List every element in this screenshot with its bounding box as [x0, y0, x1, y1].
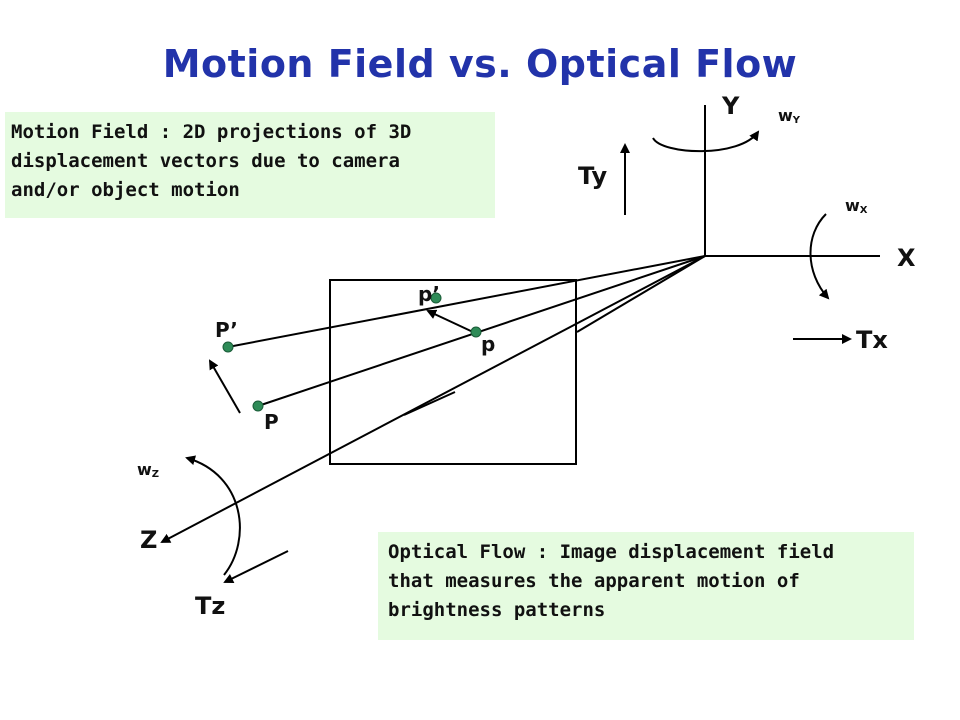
motion-field-line-1: Motion Field : 2D projections of 3D	[11, 121, 412, 143]
point-P-prime-world	[222, 341, 234, 353]
point-P-world	[252, 400, 264, 412]
point-p-prime-image	[430, 292, 442, 304]
ray-to-P	[257, 255, 706, 407]
tz-arrow	[223, 550, 289, 583]
ray-to-image-edge	[576, 255, 706, 333]
optical-flow-line-2: that measures the apparent motion of	[388, 570, 800, 592]
tz-label: Tz	[195, 592, 226, 620]
wy-label: wY	[778, 106, 801, 126]
point-P-world-label: P	[264, 410, 279, 434]
optical-flow-line-3: brightness patterns	[388, 599, 606, 621]
motion-field-line-3: and/or object motion	[11, 179, 240, 201]
wy-rotation-arrow	[652, 130, 760, 153]
y-axis-label: Y	[722, 92, 740, 120]
wz-label: wZ	[137, 460, 160, 480]
optical-flow-definition-box: Optical Flow : Image displacement field …	[378, 532, 914, 640]
world-motion-arrow	[209, 359, 241, 414]
optical-flow-line-1: Optical Flow : Image displacement field	[388, 541, 835, 563]
ray-fragment	[403, 391, 456, 416]
page-title: Motion Field vs. Optical Flow	[162, 42, 798, 86]
motion-field-definition-box: Motion Field : 2D projections of 3D disp…	[5, 112, 495, 218]
ray-to-P-prime	[227, 255, 706, 348]
point-p-prime-image-label: p’	[418, 282, 440, 306]
point-p-image-label: p	[481, 332, 496, 356]
wx-rotation-arrow	[809, 213, 830, 300]
point-P-prime-world-label: P’	[215, 318, 238, 342]
wz-rotation-arrow	[185, 455, 241, 576]
point-p-image	[470, 326, 482, 338]
tx-label: Tx	[856, 326, 888, 354]
image-plane	[329, 279, 577, 465]
z-axis-label: Z	[140, 526, 158, 554]
motion-field-line-2: displacement vectors due to camera	[11, 150, 400, 172]
ty-label: Ty	[578, 162, 608, 190]
x-axis-label: X	[897, 244, 916, 272]
wx-label: wX	[845, 196, 868, 216]
z-axis-line	[160, 255, 706, 543]
image-motion-arrow	[426, 309, 474, 333]
